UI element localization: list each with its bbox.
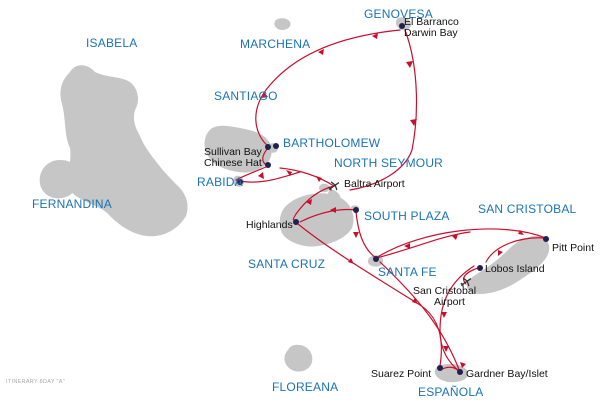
island-label-genovesa: GENOVESA [364, 7, 433, 21]
route-arrow-icon [443, 346, 449, 352]
route-arrow-icon [412, 298, 418, 304]
route-arrow-icon [460, 362, 466, 368]
site-label-sullivan-bay: Sullivan Bay [204, 146, 262, 158]
site-label-san-cristobal-airport-1: San Cristobal [413, 285, 477, 297]
route-arrow-icon [372, 33, 378, 39]
route-layer [235, 29, 547, 373]
stop-dot-icon [265, 162, 271, 168]
route-arrow-icon [452, 234, 458, 240]
site-label-san-cristobal-airport-2: Airport [434, 296, 465, 308]
site-label-pitt-point: Pitt Point [552, 242, 595, 254]
route-segment [299, 208, 357, 223]
route-segment [349, 29, 418, 191]
island-label-south-plaza: SOUTH PLAZA [364, 209, 450, 223]
route-arrow-icon [318, 49, 324, 55]
island-fernandina [39, 160, 79, 199]
island-label-san-cristobal: SAN CRISTOBAL [478, 202, 577, 216]
island-label-santiago: SANTIAGO [214, 89, 278, 103]
stops-layer [237, 23, 549, 375]
island-label-santa-fe: SANTA FE [378, 265, 437, 279]
island-label-fernandina: FERNANDINA [32, 197, 113, 211]
island-santiago [204, 125, 272, 173]
route-arrow-icon [348, 258, 354, 264]
island-label-rabida: RABIDA [197, 175, 243, 189]
site-label-suarez-point: Suarez Point [371, 368, 432, 380]
site-label-baltra-airport: Baltra Airport [344, 178, 405, 190]
route-segment [279, 167, 335, 187]
stop-dot-icon [457, 369, 463, 375]
route-segment [235, 165, 269, 181]
island-label-espanola: ESPAÑOLA [418, 385, 484, 399]
stop-dot-icon [477, 265, 483, 271]
route-arrow-icon [518, 230, 524, 235]
route-segment [355, 211, 377, 259]
route-arrow-icon [286, 170, 292, 176]
stop-dot-icon [373, 256, 379, 262]
stop-dot-icon [265, 144, 271, 150]
island-label-bartholomew: BARTHOLOMEW [283, 136, 381, 150]
island-label-marchena: MARCHENA [240, 37, 311, 51]
route-arrow-icon [258, 172, 264, 179]
island-isabela [60, 65, 188, 237]
route-arrow-icon [306, 199, 312, 205]
island-label-north-seymour: NORTH SEYMOUR [334, 156, 444, 170]
island-label-floreana: FLOREANA [272, 380, 339, 394]
site-label-darwin-bay: Darwin Bay [404, 27, 458, 39]
site-label-lobos-island: Lobos Island [485, 263, 545, 275]
stop-dot-icon [399, 23, 405, 29]
route-segment [295, 185, 335, 215]
stop-dot-icon [273, 143, 279, 149]
site-label-highlands: Highlands [246, 219, 293, 231]
stop-dot-icon [293, 219, 299, 225]
stop-dot-icon [437, 365, 443, 371]
airplane-icon [460, 277, 472, 287]
route-arrow-icon [441, 312, 447, 318]
stop-dot-icon [543, 236, 549, 242]
route-arrows [258, 33, 524, 368]
stop-dot-icon [237, 179, 243, 185]
itinerary-note: ITINERARY 8DAY "A" [6, 379, 66, 385]
route-arrow-icon [262, 92, 268, 98]
route-arrow-icon [410, 119, 417, 126]
route-arrow-icon [404, 243, 410, 249]
island-label-santa-cruz: SANTA CRUZ [248, 257, 326, 271]
stop-dot-icon [353, 207, 359, 213]
island-marchena [274, 18, 291, 30]
airports-layer [328, 181, 472, 287]
site-label-el-barranco: El Barranco [404, 16, 459, 28]
route-arrow-icon [330, 207, 336, 213]
island-baltra [327, 189, 341, 203]
route-arrow-icon [406, 61, 413, 68]
route-segment [379, 261, 461, 373]
route-arrow-icon [316, 176, 322, 182]
site-label-gardner-bay: Gardner Bay/Islet [466, 368, 548, 380]
route-segment [255, 29, 401, 147]
island-floreana [284, 344, 313, 372]
route-segment [485, 237, 547, 263]
site-label-chinese-hat: Chinese Hat [204, 157, 262, 169]
airplane-icon [328, 181, 340, 191]
island-label-isabela: ISABELA [86, 36, 138, 50]
islands-layer [39, 17, 550, 383]
island-san-cristobal [466, 236, 550, 294]
route-arrow-icon [353, 232, 359, 238]
route-segment [439, 265, 475, 373]
island-santa-cruz [279, 193, 354, 247]
route-segment [375, 228, 547, 259]
route-segment [375, 231, 471, 259]
route-arrow-icon [498, 250, 503, 256]
